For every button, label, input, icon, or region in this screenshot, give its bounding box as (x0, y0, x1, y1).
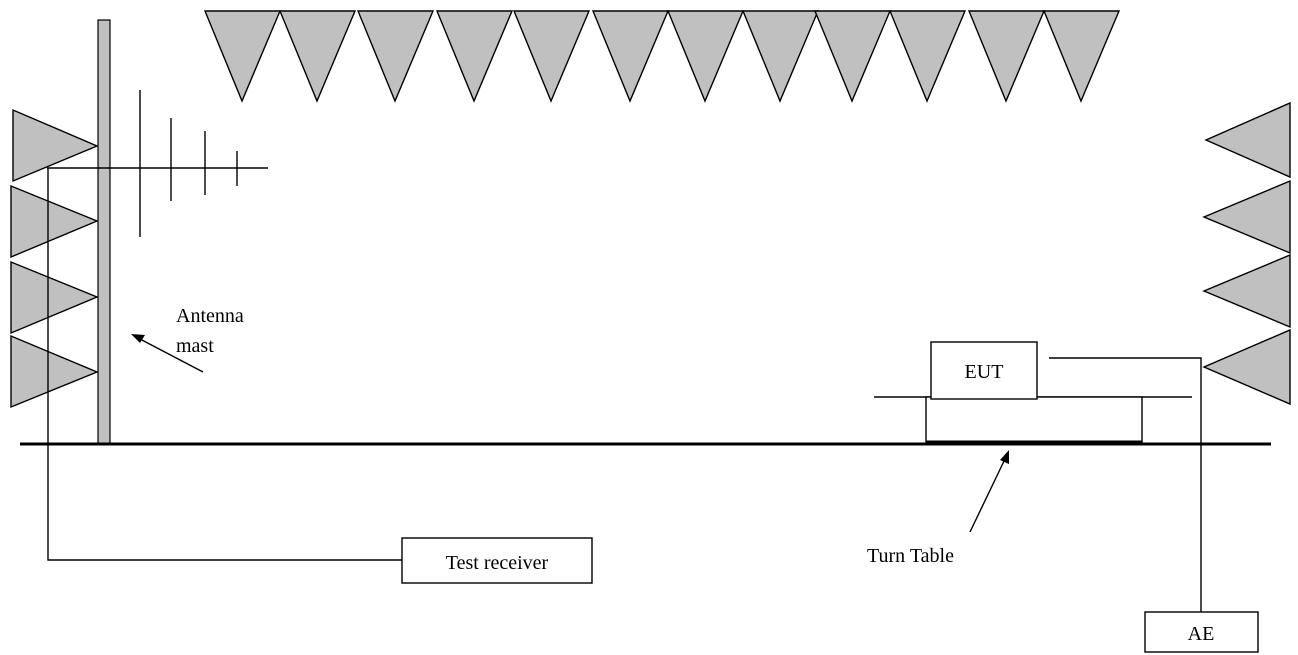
left-wall-absorber (12, 108, 99, 183)
turn-table-body (925, 396, 1143, 443)
ceiling-absorber (666, 10, 745, 103)
eut-box: EUT (930, 341, 1038, 400)
eut-label: EUT (965, 361, 1004, 383)
antenna-mast-label-line2: mast (176, 335, 214, 357)
ceiling-absorber (741, 10, 820, 103)
receiver-cable (47, 168, 402, 561)
right-wall-absorber (1202, 253, 1291, 329)
test-receiver-label: Test receiver (446, 552, 549, 574)
antenna-mast-label-line1: Antenna (176, 305, 244, 327)
ceiling-absorber (278, 10, 357, 103)
ae-box: AE (1144, 611, 1259, 653)
antenna-mast-arrow (131, 334, 204, 373)
ceiling-absorber (435, 10, 514, 103)
turn-table-label: Turn Table (867, 545, 954, 567)
right-wall-absorber (1204, 101, 1291, 179)
ceiling-absorber (813, 10, 892, 103)
left-wall-absorber (10, 184, 99, 259)
ceiling-absorber (512, 10, 591, 103)
antenna-icon (47, 90, 268, 237)
left-wall-absorber (10, 260, 99, 335)
test-receiver-box: Test receiver (401, 537, 593, 584)
ae-cable (1049, 357, 1202, 612)
ceiling-absorber (888, 10, 967, 103)
ceiling-absorber (591, 10, 670, 103)
ae-label: AE (1188, 623, 1215, 645)
ceiling-absorber (356, 10, 435, 103)
ceiling-absorbers (203, 10, 1121, 103)
left-wall-absorber (10, 334, 99, 409)
ceiling-absorber (1042, 10, 1121, 103)
turn-table-arrow (969, 450, 1009, 533)
right-wall-absorber (1202, 328, 1291, 406)
left-wall-absorbers (10, 108, 99, 409)
ceiling-absorber (967, 10, 1046, 103)
antenna-mast (97, 19, 111, 445)
right-wall-absorber (1202, 179, 1291, 255)
ceiling-absorber (203, 10, 282, 103)
right-wall-absorbers (1202, 101, 1291, 406)
turn-table (874, 396, 1192, 444)
